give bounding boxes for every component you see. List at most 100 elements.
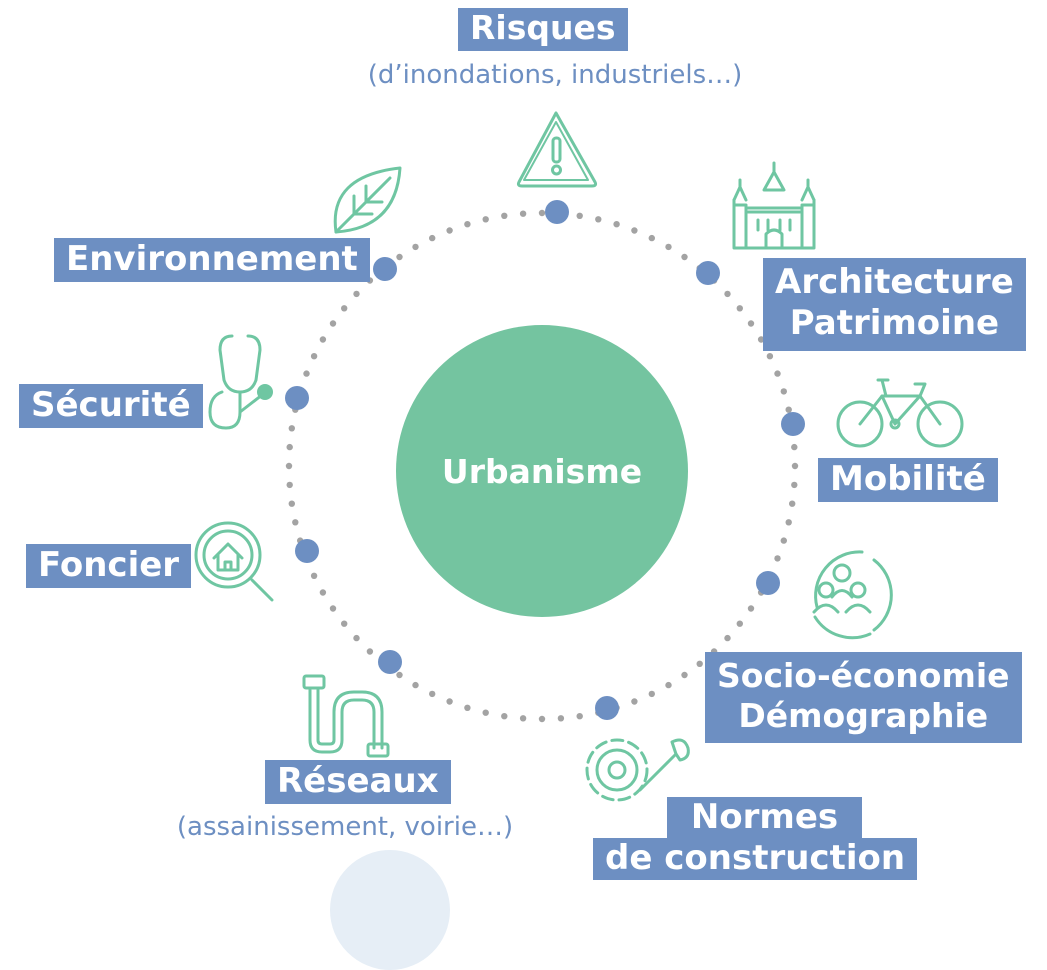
center-label: Urbanisme (441, 451, 643, 491)
ring-dot (501, 212, 508, 219)
ring-dot (310, 572, 318, 579)
ring-dot (482, 216, 489, 223)
label-securite: Sécurité (19, 384, 203, 429)
ring-dot (785, 519, 792, 526)
pipe-icon (302, 674, 390, 758)
theme-nodes (285, 200, 805, 720)
castle-icon (732, 161, 816, 250)
bicycle-icon (836, 378, 964, 448)
ring-dot (464, 704, 471, 711)
ring-dot (724, 634, 731, 642)
ring-dot (724, 290, 731, 298)
ring-dot (482, 709, 489, 716)
label-socio: Socio-économie Démographie (705, 652, 1022, 743)
node-socio (756, 571, 780, 595)
ring-dot (780, 537, 787, 544)
ring-dot (696, 660, 703, 667)
ring-dot (665, 681, 672, 689)
ring-dot (757, 336, 765, 343)
ring-dot (576, 713, 583, 720)
leaf-icon (333, 166, 402, 234)
stethoscope-icon (208, 334, 264, 430)
label-mobilite: Mobilité (818, 458, 998, 503)
ring-dot (736, 620, 743, 627)
ring-dot (353, 634, 360, 642)
ring-dot (595, 216, 602, 223)
ring-dot (557, 715, 565, 722)
ring-dot (631, 227, 638, 234)
ring-dot (648, 690, 655, 698)
ring-dot (429, 234, 436, 242)
ring-dot (329, 605, 337, 612)
ring-dot (613, 221, 620, 228)
ring-dot (396, 671, 403, 679)
ring-dot (780, 388, 787, 395)
ring-dot (681, 671, 688, 679)
ring-dot (791, 481, 798, 489)
ring-dot (319, 336, 327, 343)
ring-dot (286, 481, 293, 489)
ring-dot (538, 209, 546, 217)
label-foncier: Foncier (26, 544, 192, 589)
ring-dot (310, 353, 318, 360)
ring-dot (319, 589, 327, 596)
ring-dot (576, 212, 583, 219)
ring-dot (774, 370, 781, 377)
ring-dot (353, 290, 360, 298)
ring-dot (412, 243, 419, 251)
house-magnifier-icon (194, 521, 274, 602)
node-reseaux (378, 650, 402, 674)
label-risques: Risques (458, 8, 628, 51)
ring-dot (429, 690, 436, 698)
ring-dot (681, 253, 688, 261)
label-environnement: Environnement (54, 238, 370, 283)
ring-dot (446, 698, 453, 705)
ring-dot (665, 243, 672, 251)
ring-dot (538, 715, 546, 723)
ring-dot (288, 500, 295, 507)
ring-dot (648, 234, 655, 242)
ring-dot (292, 519, 299, 526)
node-foncier (295, 539, 319, 563)
node-architecture (696, 261, 720, 285)
ring-dot (464, 221, 471, 228)
node-environnement (373, 257, 397, 281)
node-mobilite (781, 412, 805, 436)
ring-dot (341, 305, 348, 312)
subtitle-reseaux: (assainissement, voirie…) (176, 812, 514, 842)
ring-dot (631, 698, 638, 705)
node-risques (545, 200, 569, 224)
decorative-arc (330, 850, 450, 970)
ring-dot (396, 253, 403, 261)
ring-dot (766, 353, 774, 360)
ring-dot (303, 370, 310, 377)
ring-dot (285, 462, 293, 470)
ring-dot (519, 715, 527, 722)
node-securite (285, 386, 309, 410)
ring-dot (341, 620, 348, 627)
ring-dot (501, 713, 508, 720)
ring-dot (774, 555, 781, 562)
ring-dot (747, 320, 755, 327)
ring-dot (329, 320, 337, 327)
ring-dot (286, 443, 293, 451)
node-normes (595, 696, 619, 720)
ring-dot (366, 648, 374, 655)
label-reseaux: Réseaux (265, 760, 451, 805)
ring-dot (791, 462, 799, 470)
ring-dot (736, 305, 743, 312)
diagram-canvas (194, 111, 964, 802)
ring-dot (446, 227, 453, 234)
warning-triangle-icon (516, 111, 598, 188)
ring-dot (789, 500, 796, 507)
label-normes: Normes de construction (593, 793, 918, 886)
ring-dot (785, 406, 792, 413)
ring-dot (519, 210, 527, 217)
ring-dot (288, 425, 295, 432)
label-architecture: Architecture Patrimoine (763, 258, 1026, 351)
people-cycle-icon (812, 550, 893, 640)
ring-dot (412, 681, 419, 689)
center-circle: Urbanisme (396, 325, 688, 617)
subtitle-risques: (d’inondations, industriels…) (367, 60, 743, 90)
gear-wrench-icon (585, 738, 690, 802)
